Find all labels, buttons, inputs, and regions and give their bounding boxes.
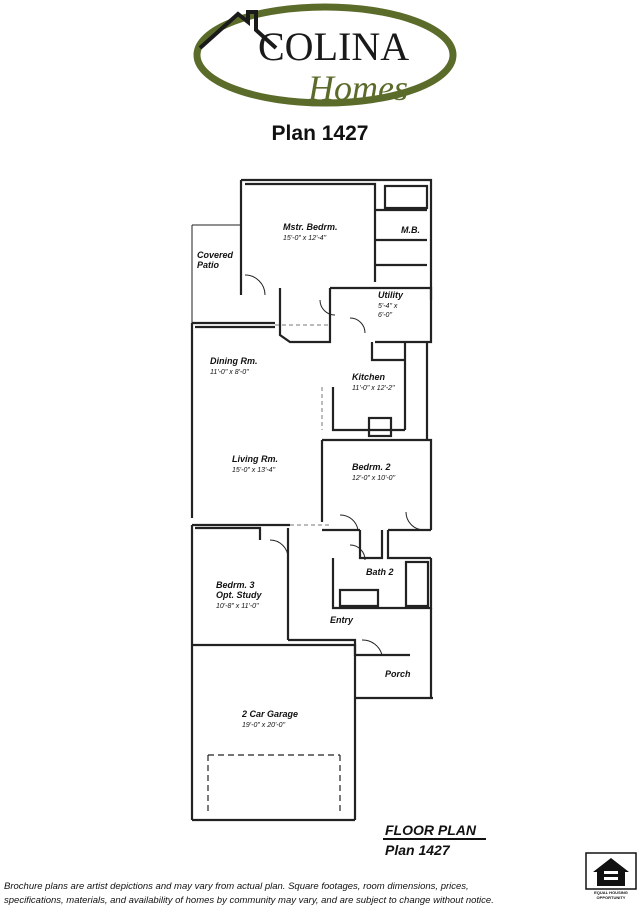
living-room-label: Living Rm. — [232, 454, 278, 464]
porch-label: Porch — [385, 669, 411, 679]
logo-name-bottom: Homes — [307, 68, 408, 108]
utility-dims-1: 5'-4" x — [378, 303, 398, 310]
disclaimer-line-2: specifications, materials, and availabil… — [4, 895, 494, 906]
floor-plan-heading: FLOOR PLAN — [385, 822, 476, 838]
bath-2-label: Bath 2 — [366, 567, 394, 577]
bedroom-2-label: Bedrm. 2 — [352, 462, 391, 472]
equal-housing-line-2: OPPORTUNITY — [596, 895, 626, 900]
covered-patio-label-2: Patio — [197, 260, 220, 270]
kitchen-label: Kitchen — [352, 372, 386, 382]
logo-swoosh — [193, 3, 457, 107]
utility-dims-2: 6'-0" — [378, 312, 392, 319]
room-separators — [275, 324, 330, 526]
floor-plan-walls — [190, 178, 433, 822]
utility-label: Utility — [378, 290, 404, 300]
disclaimer: Brochure plans are artist depictions and… — [4, 880, 504, 908]
colina-homes-logo: COLINA Homes — [193, 3, 457, 108]
bedroom-3-dims: 10'-8" x 11'-0" — [216, 603, 259, 610]
master-bedroom-label: Mstr. Bedrm. — [283, 222, 338, 232]
covered-patio-label-1: Covered — [197, 250, 234, 260]
master-bath-label: M.B. — [401, 225, 420, 235]
dining-room-dims: 11'-0" x 8'-0" — [210, 369, 249, 376]
kitchen-dims: 11'-0" x 12'-2" — [352, 385, 395, 392]
garage-dims: 19'-0" x 20'-0" — [242, 722, 286, 729]
plan-title: Plan 1427 — [271, 122, 369, 145]
entry-label: Entry — [330, 615, 354, 625]
equal-housing-icon — [585, 852, 637, 890]
living-room-dims: 15'-0" x 13'-4" — [232, 467, 276, 474]
floor-plan-number: Plan 1427 — [385, 842, 450, 858]
bedroom-2-dims: 12'-0" x 10'-0" — [352, 475, 396, 482]
equal-housing-line-1: EQUAL HOUSING — [594, 890, 628, 895]
dining-room-label: Dining Rm. — [210, 356, 258, 366]
bedroom-3-label-2: Opt. Study — [216, 590, 262, 600]
bedroom-3-label-1: Bedrm. 3 — [216, 580, 255, 590]
disclaimer-line-1: Brochure plans are artist depictions and… — [4, 881, 469, 892]
house-roof-icon — [198, 10, 278, 50]
floor-plan-underline — [383, 838, 486, 840]
logo-name-top: COLINA — [258, 24, 409, 69]
master-bedroom-dims: 15'-0" x 12'-4" — [283, 235, 327, 242]
garage-label: 2 Car Garage — [241, 709, 298, 719]
